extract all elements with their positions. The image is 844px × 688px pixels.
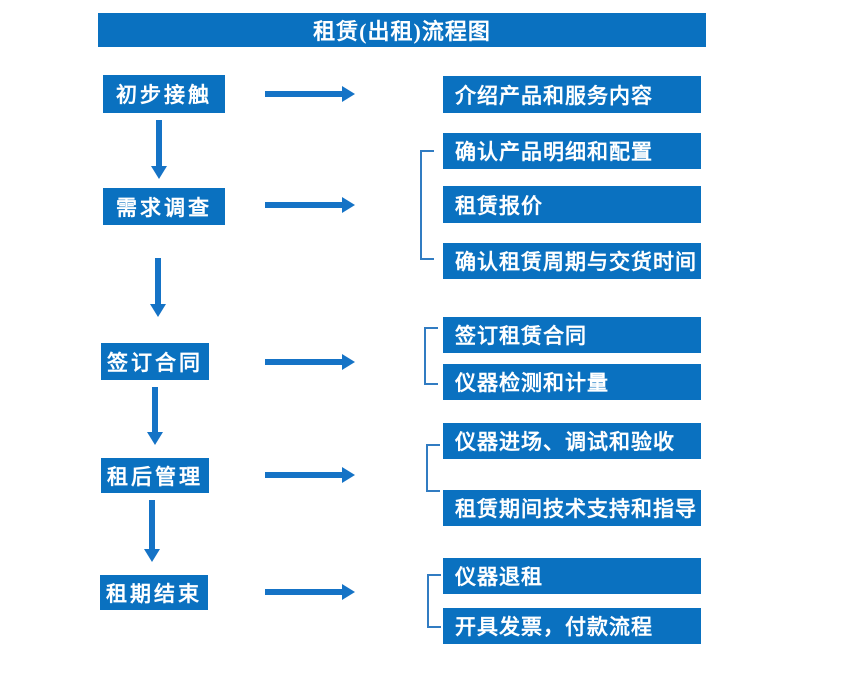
right-arrow-icon (265, 584, 355, 600)
output-box-invoice-payment: 开具发票，付款流程 (443, 608, 701, 644)
output-box-rental-quotation: 租赁报价 (443, 186, 701, 223)
group-bracket (426, 444, 440, 492)
arrow-shaft (156, 120, 162, 167)
arrow-shaft (265, 359, 343, 365)
group-bracket (424, 327, 438, 385)
arrow-shaft (155, 258, 161, 305)
arrow-shaft (265, 589, 343, 595)
down-arrow-icon (150, 258, 166, 317)
output-box-introduce-products: 介绍产品和服务内容 (443, 76, 701, 113)
right-arrow-icon (265, 86, 355, 102)
step-box-post-rental-management: 租后管理 (101, 458, 209, 493)
arrow-shaft (265, 91, 343, 97)
arrow-head (151, 166, 167, 179)
output-box-instrument-return: 仪器退租 (443, 558, 701, 594)
down-arrow-icon (147, 387, 163, 445)
arrow-head (342, 467, 355, 483)
right-arrow-icon (265, 467, 355, 483)
step-box-initial-contact: 初步接触 (103, 75, 225, 113)
output-box-sign-rental-contract: 签订租赁合同 (443, 317, 701, 353)
step-box-needs-survey: 需求调查 (103, 188, 225, 225)
group-bracket (427, 574, 441, 628)
down-arrow-icon (144, 500, 160, 562)
arrow-head (342, 197, 355, 213)
output-box-instrument-testing: 仪器检测和计量 (443, 364, 701, 400)
group-bracket (420, 150, 434, 260)
arrow-head (147, 432, 163, 445)
output-box-confirm-product-details: 确认产品明细和配置 (443, 133, 701, 169)
arrow-head (342, 584, 355, 600)
step-box-rental-end: 租期结束 (100, 575, 208, 610)
output-box-confirm-rental-period: 确认租赁周期与交货时间 (443, 243, 701, 279)
output-box-instrument-setup-acceptance: 仪器进场、调试和验收 (443, 423, 701, 459)
right-arrow-icon (265, 197, 355, 213)
arrow-head (342, 86, 355, 102)
arrow-shaft (152, 387, 158, 433)
step-box-sign-contract: 签订合同 (101, 343, 209, 380)
arrow-shaft (149, 500, 155, 550)
output-box-technical-support: 租赁期间技术支持和指导 (443, 490, 701, 526)
arrow-head (144, 549, 160, 562)
arrow-shaft (265, 472, 343, 478)
arrow-head (150, 304, 166, 317)
arrow-shaft (265, 202, 343, 208)
down-arrow-icon (151, 120, 167, 179)
arrow-head (342, 354, 355, 370)
right-arrow-icon (265, 354, 355, 370)
flowchart-title: 租赁(出租)流程图 (98, 13, 706, 47)
